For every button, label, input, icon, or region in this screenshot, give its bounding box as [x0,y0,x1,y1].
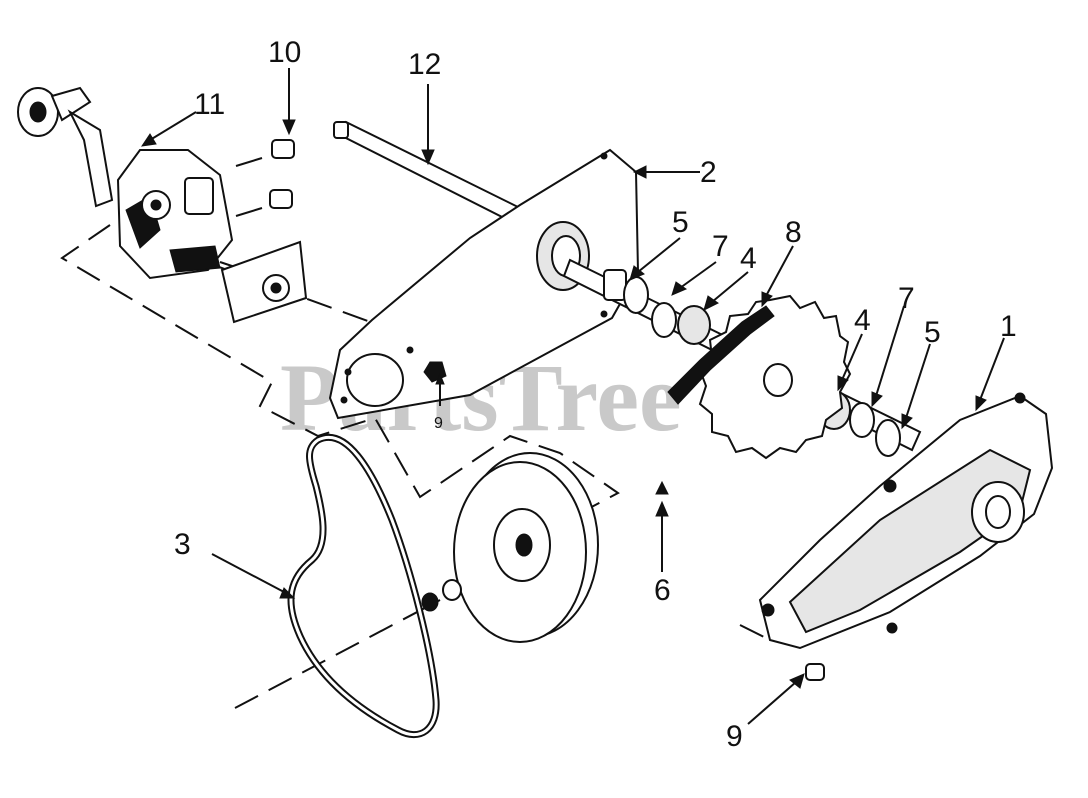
callout-5b: 5 [924,316,941,349]
callout-11: 11 [194,88,225,121]
callout-1: 1 [1000,310,1017,343]
callout-12: 12 [408,48,441,81]
callout-7a: 7 [712,230,729,263]
callout-8: 8 [785,216,802,249]
callout-4b: 4 [854,304,871,337]
callout-7b: 7 [898,282,915,315]
sprocket [667,294,852,460]
callout-5a: 5 [672,206,689,239]
callout-4a: 4 [740,242,757,275]
callout-6: 6 [654,574,671,607]
pulley [453,452,599,643]
gearbox-assembly [17,86,308,324]
callout-9a: 9 [434,415,443,432]
callout-3: 3 [174,528,191,561]
v-belt [287,434,440,739]
callout-arrows [140,68,1005,725]
callout-labels: 1 2 3 4 4 5 5 6 7 7 8 9 9 10 11 12 [174,36,1017,753]
hardware [406,346,825,681]
chain-case-cover [758,392,1054,650]
callout-9b: 9 [726,720,743,753]
axle-shaft [333,120,522,224]
bolts [235,139,295,217]
callout-10: 10 [268,36,301,69]
callout-2: 2 [700,156,717,189]
